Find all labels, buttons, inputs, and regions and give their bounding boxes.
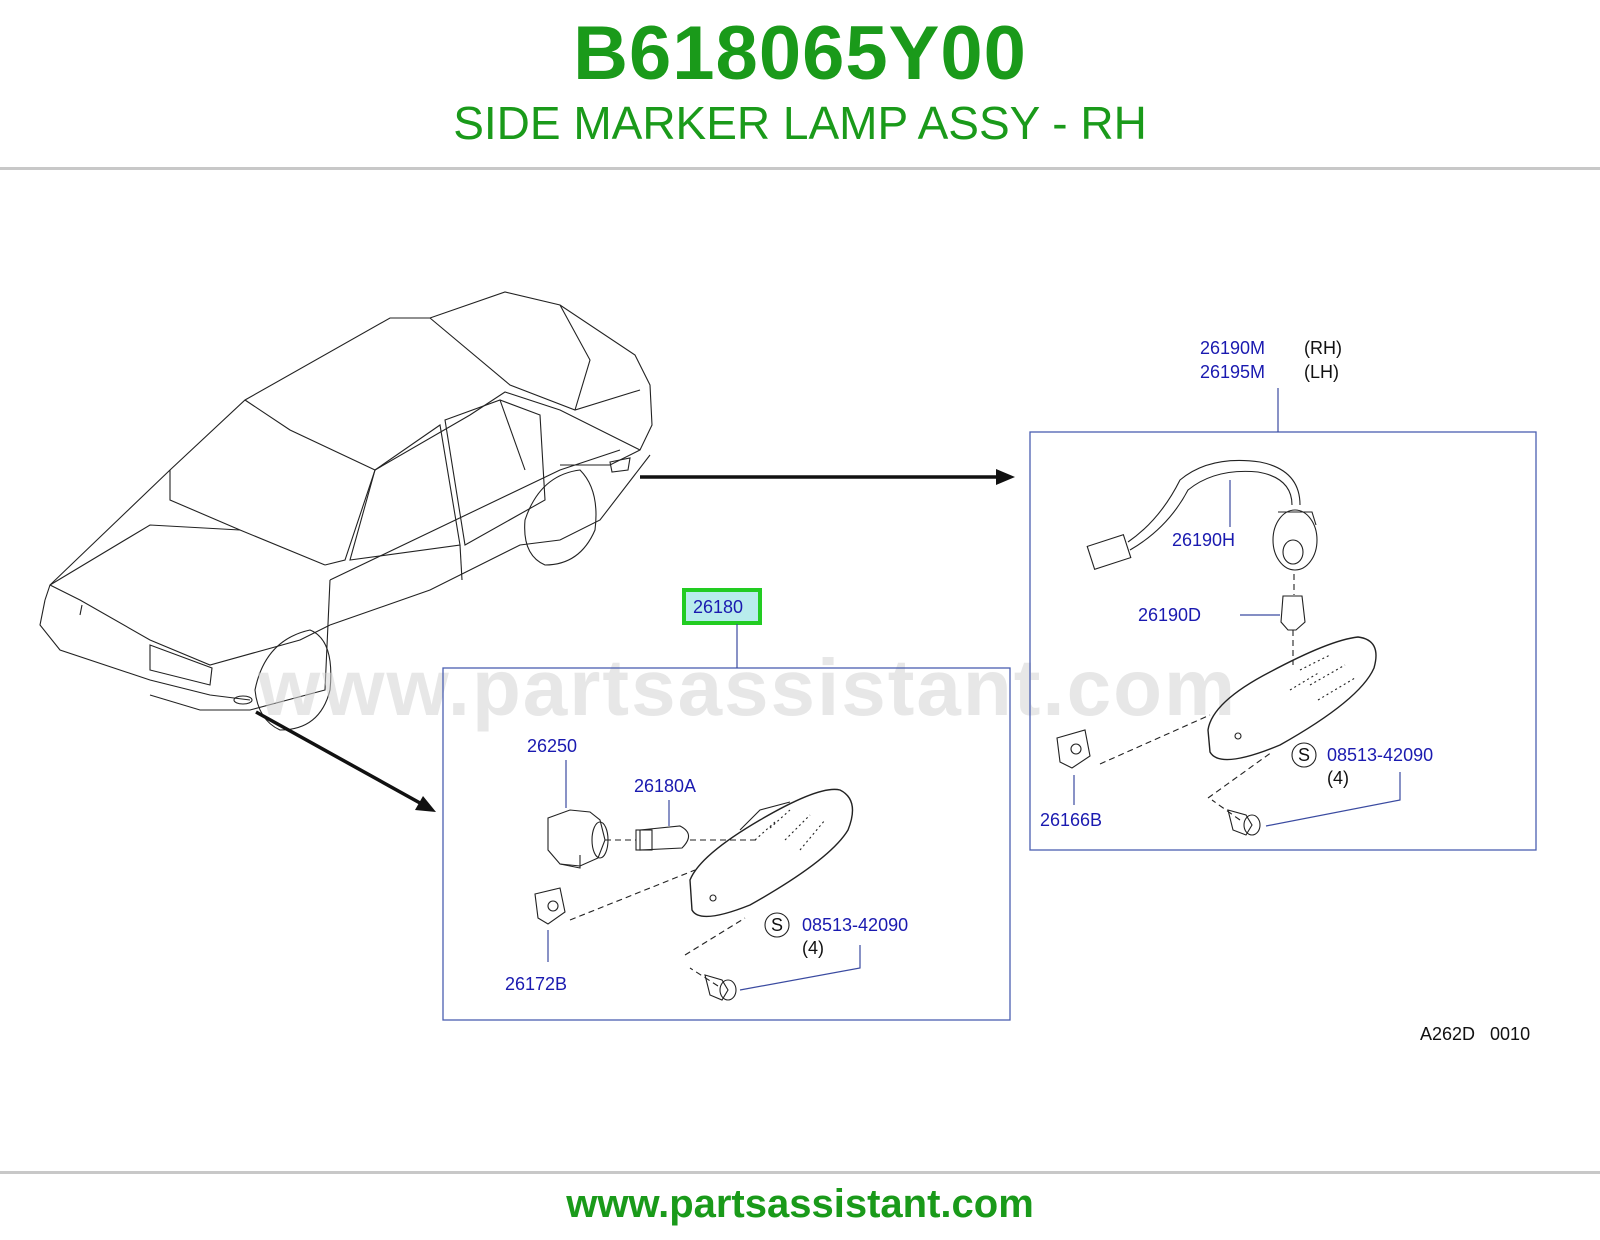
part-label-26190M[interactable]: 26190M — [1200, 338, 1265, 358]
screw-rear-shape — [1227, 809, 1261, 836]
part-label-26166B[interactable]: 26166B — [1040, 810, 1102, 830]
part-label-26190H[interactable]: 26190H — [1172, 530, 1235, 550]
front-parts-box — [442, 667, 1011, 1021]
part-label-26180A[interactable]: 26180A — [634, 776, 696, 796]
screw-front-shape — [704, 974, 737, 1001]
bulb-26190D-shape — [1280, 595, 1306, 631]
header-divider — [0, 167, 1600, 170]
part-label-26195M[interactable]: 26195M — [1200, 362, 1265, 382]
side-lh: (LH) — [1304, 362, 1339, 382]
side-marker-lamp-rear — [1207, 636, 1377, 761]
screw-qty-front: (4) — [802, 938, 824, 958]
car-illustration — [39, 291, 653, 731]
footer-divider — [0, 1171, 1600, 1174]
screw-symbol-circle-rear — [1291, 742, 1317, 768]
drawing-code: A262D 0010 — [1420, 1024, 1530, 1044]
part-label-26172B[interactable]: 26172B — [505, 974, 567, 994]
footer-url[interactable]: www.partsassistant.com — [566, 1182, 1034, 1226]
screw-symbol-rear: S — [1298, 745, 1310, 765]
page-header: B618065Y00 SIDE MARKER LAMP ASSY - RH — [0, 0, 1600, 170]
part-label-26190D[interactable]: 26190D — [1138, 605, 1201, 625]
watermark-text: www.partsassistant.com — [257, 643, 1237, 732]
rear-parts-box — [1029, 431, 1537, 851]
harness-26190H-shape — [1086, 459, 1318, 571]
screw-symbol-front: S — [771, 915, 783, 935]
bulb-26180A-shape — [635, 825, 690, 851]
side-marker-lamp-front — [689, 788, 854, 918]
part-label-screw-rear[interactable]: 08513-42090 — [1327, 745, 1433, 765]
highlight-box-26180[interactable] — [682, 588, 762, 625]
pointer-arrow-front — [255, 710, 436, 812]
part-label-26180[interactable]: 26180 — [693, 597, 743, 617]
part-label-screw-front[interactable]: 08513-42090 — [802, 915, 908, 935]
part-number-title: B618065Y00 — [573, 11, 1027, 96]
clip-26166B-shape — [1056, 729, 1091, 769]
part-name-subtitle: SIDE MARKER LAMP ASSY - RH — [453, 97, 1147, 149]
screw-qty-rear: (4) — [1327, 768, 1349, 788]
clip-26172B-shape — [534, 887, 566, 925]
screw-symbol-circle-front — [764, 912, 790, 938]
side-rh: (RH) — [1304, 338, 1342, 358]
pointer-arrow-rear — [640, 469, 1015, 485]
socket-26250-shape — [547, 809, 609, 869]
part-label-26250[interactable]: 26250 — [527, 736, 577, 756]
